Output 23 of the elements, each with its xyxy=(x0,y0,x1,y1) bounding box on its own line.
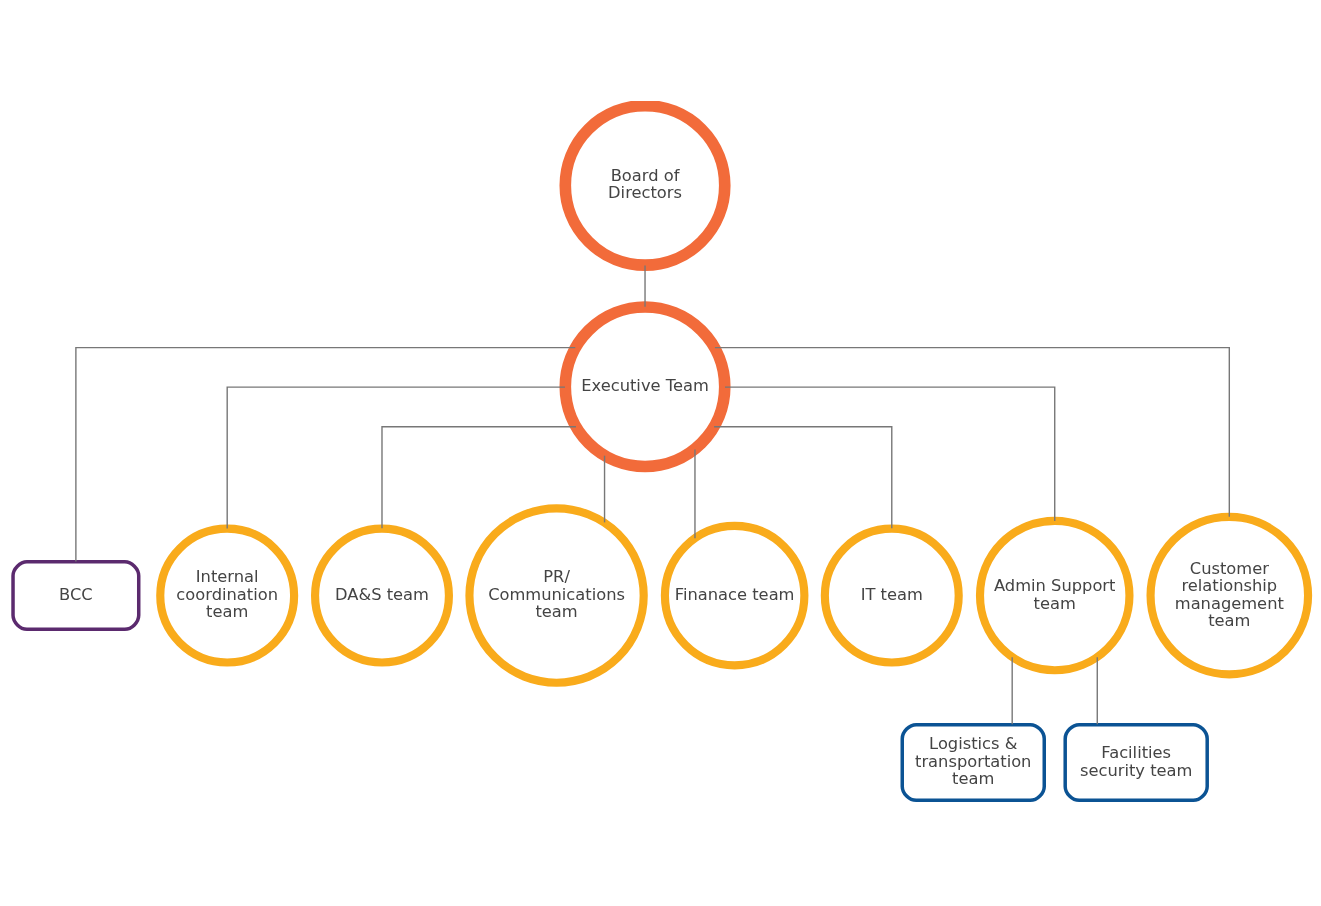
node-circle: DA&S team xyxy=(311,524,453,667)
connector xyxy=(1096,656,1098,726)
connector xyxy=(75,346,576,563)
node-circle: Internal coordination team xyxy=(156,524,299,667)
connector xyxy=(713,426,893,530)
connector xyxy=(603,455,606,524)
node-box: Facilities security team xyxy=(1063,722,1209,803)
node-circle: Board of Directors xyxy=(559,101,731,271)
connector xyxy=(644,264,646,308)
node-circle: PR/ Communications team xyxy=(465,504,648,687)
node-circle: Admin Support team xyxy=(975,516,1134,675)
node-box: BCC xyxy=(11,560,141,632)
connector xyxy=(226,386,566,530)
node-circle: Finanace team xyxy=(660,521,809,670)
node-circle: Customer relationship management team xyxy=(1146,512,1313,679)
node-circle: IT team xyxy=(820,524,963,667)
node-circle: Executive Team xyxy=(559,301,731,473)
connector xyxy=(724,386,1056,522)
connector xyxy=(1011,656,1013,726)
connector xyxy=(714,346,1230,518)
connector xyxy=(381,426,577,530)
node-box: Logistics & transportation team xyxy=(900,722,1046,803)
connector xyxy=(694,448,696,539)
